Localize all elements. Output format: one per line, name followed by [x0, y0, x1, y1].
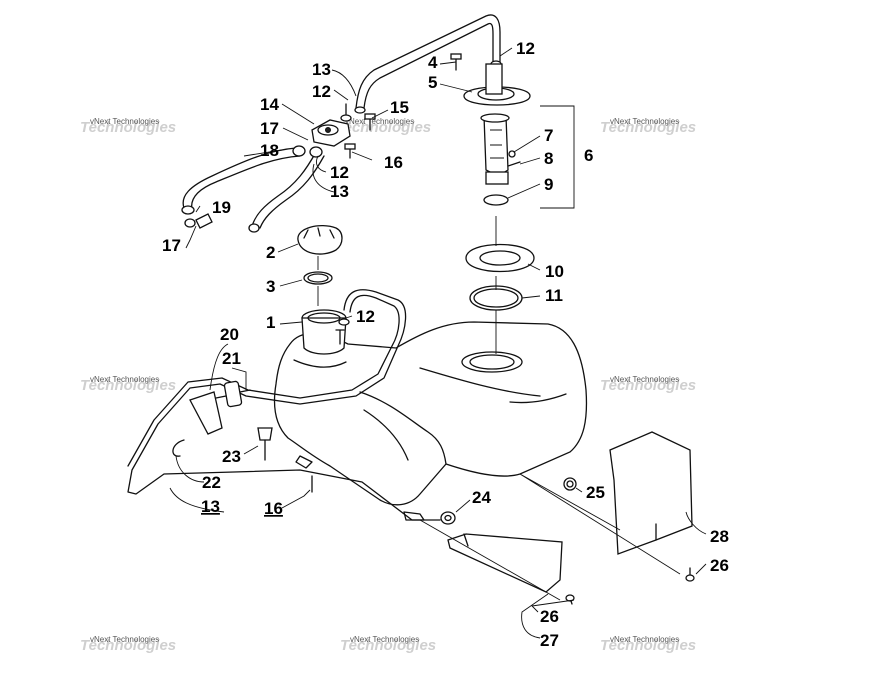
callout-12-upper: 12 [312, 82, 331, 101]
callout-12-tank: 12 [356, 307, 375, 326]
fuel-pump-assembly [480, 105, 575, 209]
callout-23: 23 [222, 447, 241, 466]
callout-24: 24 [472, 488, 491, 507]
callout-14: 14 [260, 95, 279, 114]
callout-17-lower: 17 [162, 236, 181, 255]
watermark-shadow-text: Technologies [80, 637, 176, 654]
callout-21: 21 [222, 349, 241, 368]
fuel-cap [297, 225, 343, 285]
callouts: 1 2 3 4 5 6 7 8 9 10 11 12 12 12 12 13 1… [162, 39, 729, 650]
watermark-text: vNext Technologies [350, 635, 419, 644]
watermark-text: vNext Technologies [610, 635, 679, 644]
watermark-shadow-text: Technologies [600, 637, 696, 654]
callout-27: 27 [540, 631, 559, 650]
callout-13-line: 13 [201, 497, 220, 516]
watermark: Technologies vNext Technologies [600, 375, 696, 394]
grommets [311, 475, 577, 525]
callout-6: 6 [584, 146, 593, 165]
callout-12-top: 12 [516, 39, 535, 58]
lock-ring [465, 243, 535, 273]
callout-18: 18 [260, 141, 279, 160]
watermark: Technologies vNext Technologies [340, 635, 436, 654]
callout-26-lower: 26 [540, 607, 559, 626]
vent-hose-13-middle [248, 146, 325, 233]
fuel-pump-flange [450, 53, 531, 106]
callout-11: 11 [545, 286, 563, 305]
fuel-filter [172, 380, 273, 461]
watermark: Technologies vNext Technologies [600, 635, 696, 654]
watermark-shadow-text: Technologies [335, 119, 431, 136]
callout-9: 9 [544, 175, 553, 194]
callout-16-valve: 16 [384, 153, 403, 172]
watermark-text: vNext Technologies [90, 375, 159, 384]
watermark: Technologies vNext Technologies [80, 375, 176, 394]
watermark-shadow-text: Technologies [600, 377, 696, 394]
callout-10: 10 [545, 262, 564, 281]
callout-7: 7 [544, 126, 553, 145]
vent-hose-18 [181, 145, 306, 229]
callout-28: 28 [710, 527, 729, 546]
watermark-shadow-text: Technologies [600, 119, 696, 136]
watermark: Technologies vNext Technologies [80, 635, 176, 654]
callout-2: 2 [266, 243, 275, 262]
callout-13-mid: 13 [330, 182, 349, 201]
callout-19: 19 [212, 198, 231, 217]
watermark: Technologies vNext Technologies [335, 117, 431, 136]
callout-25: 25 [586, 483, 605, 502]
watermark-shadow-text: Technologies [80, 119, 176, 136]
callout-13-top: 13 [312, 60, 331, 79]
callout-1: 1 [266, 313, 275, 332]
watermark-text: vNext Technologies [610, 375, 679, 384]
callout-15: 15 [390, 98, 409, 117]
watermark-text: vNext Technologies [610, 117, 679, 126]
callout-22: 22 [202, 473, 221, 492]
watermarks: Technologies vNext Technologies Technolo… [80, 117, 696, 654]
callout-17-upper: 17 [260, 119, 279, 138]
fuel-tank [273, 309, 588, 521]
watermark-text: vNext Technologies [345, 117, 414, 126]
callout-8: 8 [544, 149, 553, 168]
watermark: Technologies vNext Technologies [600, 117, 696, 136]
callout-4: 4 [428, 53, 438, 72]
heat-shield-lower [447, 533, 575, 605]
callout-12-valve: 12 [330, 163, 349, 182]
callout-26-right: 26 [710, 556, 729, 575]
watermark-shadow-text: Technologies [340, 637, 436, 654]
watermark-shadow-text: Technologies [80, 377, 176, 394]
watermark: Technologies vNext Technologies [80, 117, 176, 136]
leader-lines [169, 47, 707, 639]
callout-5: 5 [428, 73, 437, 92]
rollover-valve [311, 103, 376, 159]
callout-3: 3 [266, 277, 275, 296]
callout-16-tank: 16 [264, 499, 283, 518]
fuel-line-13 [127, 289, 441, 521]
watermark-text: vNext Technologies [90, 635, 159, 644]
assembly-guidelines [317, 216, 681, 601]
callout-20: 20 [220, 325, 239, 344]
heat-shield-right [609, 431, 695, 582]
watermark-text: vNext Technologies [90, 117, 159, 126]
